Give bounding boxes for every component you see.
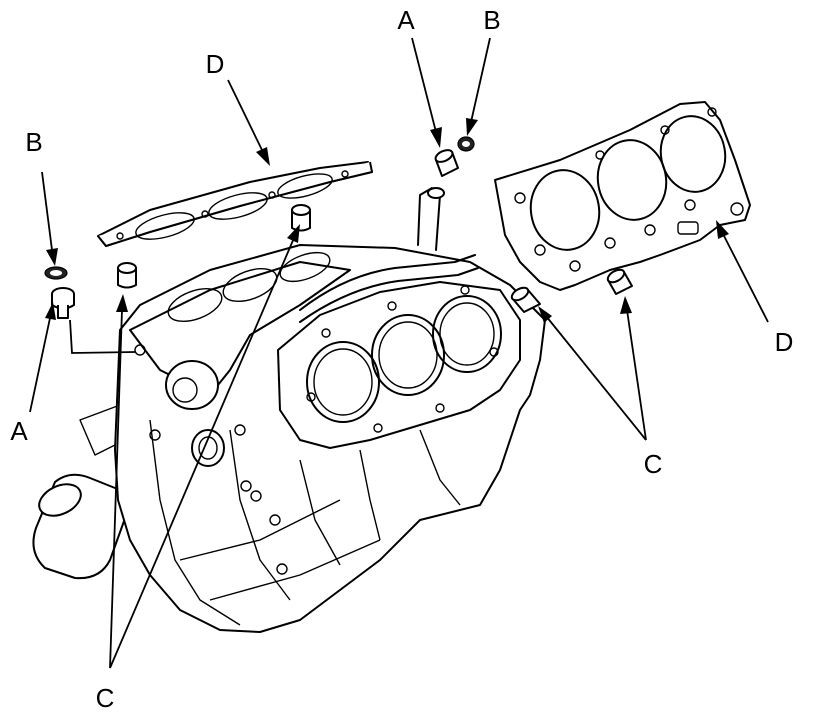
bolt-holes	[134, 285, 499, 575]
gasket-bore-1	[529, 169, 601, 251]
seal-ring	[191, 429, 225, 467]
dowel-pin-a-left	[51, 287, 75, 319]
right-bank-deck	[277, 281, 521, 449]
dowel-pin-a-top	[434, 149, 459, 177]
callout-c-right: C	[643, 449, 663, 479]
cylinder-bore-2	[371, 314, 445, 396]
callout-a-top: A	[397, 5, 415, 35]
dowel-pin-c-4	[606, 268, 633, 295]
leader-lines	[29, 37, 769, 669]
o-ring-b-top	[457, 136, 475, 152]
engine-block	[32, 187, 546, 633]
o-ring-b-left	[44, 266, 68, 280]
gasket-bore-3	[659, 115, 727, 193]
callout-d-right: D	[774, 327, 794, 357]
callout-d-top: D	[205, 49, 225, 79]
head-gasket-left	[97, 161, 373, 247]
callout-a-left: A	[10, 416, 28, 446]
cylinder-bore-1	[306, 341, 380, 423]
dowel-pin-c-2	[291, 204, 311, 232]
callout-b-top: B	[483, 5, 501, 35]
placement-line	[69, 319, 136, 354]
dowel-pin-c-3	[510, 286, 541, 313]
water-pump	[165, 360, 219, 410]
dowel-pin-c-1	[117, 262, 137, 289]
head-gasket-right	[494, 101, 751, 291]
callout-c-bottom: C	[95, 683, 115, 713]
callout-b-left: B	[25, 127, 43, 157]
cylinder-bore-3	[432, 295, 502, 373]
gasket-bore-2	[596, 139, 668, 221]
coolant-pipe	[299, 254, 476, 311]
